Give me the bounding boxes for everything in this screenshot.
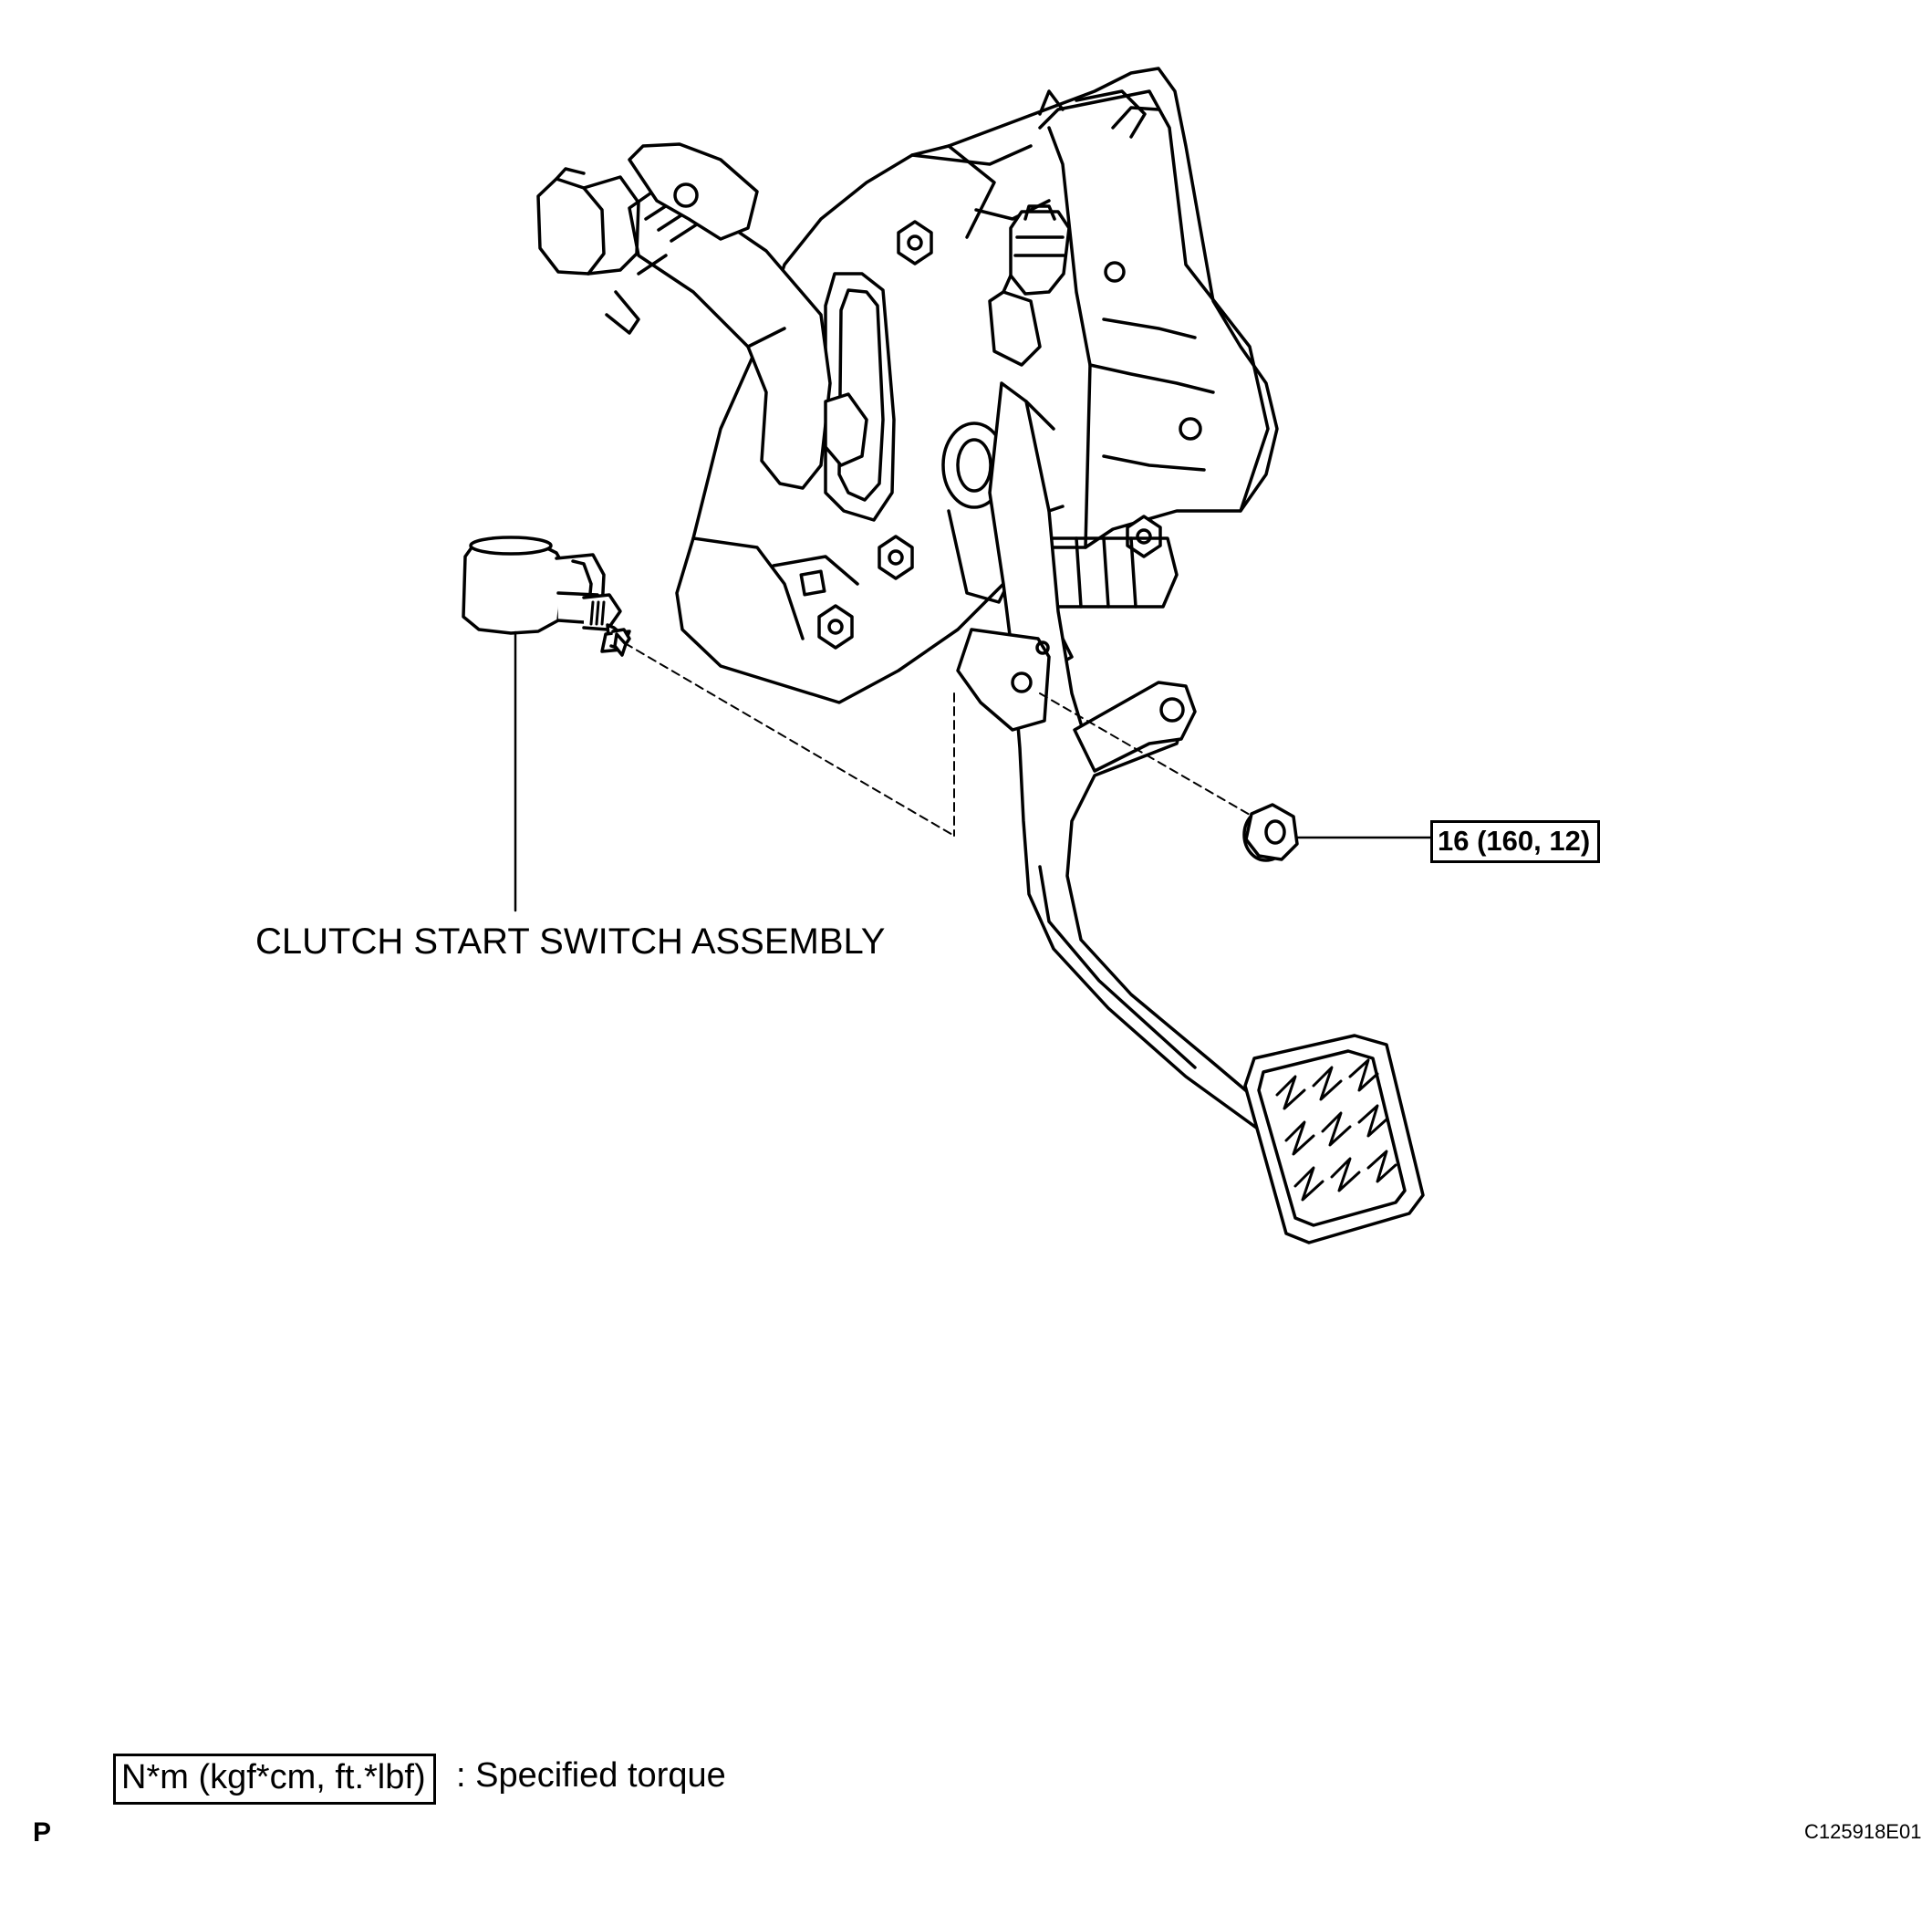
part-name-label: CLUTCH START SWITCH ASSEMBLY [255,921,886,962]
leader-lines [514,630,1432,912]
nut-torque-callout: 16 (160, 12) [1430,820,1601,863]
torque-unit-box: N*m (kgf*cm, ft.*lbf) [113,1754,436,1805]
legend-description: : Specified torque [456,1756,726,1795]
pedal-connector [988,204,1071,367]
push-rod-tube [536,142,868,490]
pedal-bracket [675,67,1279,704]
page-letter: P [33,1817,52,1848]
assembly-lines [624,642,1251,837]
flange-nut-icon [1242,803,1299,862]
pedal-pad [1243,1034,1425,1244]
pedal-arm [956,381,1274,1131]
figure-code: C125918E01 [1804,1820,1922,1843]
clutch-start-switch [462,536,631,657]
